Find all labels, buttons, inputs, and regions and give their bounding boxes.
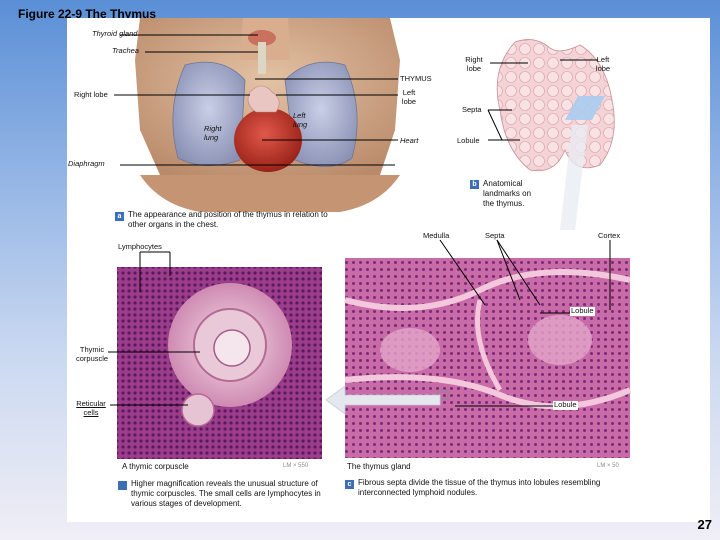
label-thymic-corpuscle-line2: corpuscle [76, 353, 109, 363]
caption-b-line3: the thymus. [483, 199, 525, 208]
thymic-corpuscle-micrograph [117, 267, 322, 459]
caption-panel-b: Anatomical landmarks on the thymus. [483, 179, 553, 209]
thymus-lobes-illustration [496, 39, 615, 230]
label-b-left-lobe-line2: lobe [595, 63, 611, 73]
label-reticular-cells-line1: Reticular [76, 399, 106, 408]
label-left-lung: Left lung [293, 111, 308, 129]
title-thymus-gland: The thymus gland [347, 462, 411, 471]
label-thymic-corpuscle-line1: Thymic [79, 345, 105, 354]
label-medulla: Medulla [423, 231, 450, 240]
label-right-lung-line2: lung [204, 132, 219, 142]
magnification-c: LM × 50 [597, 463, 619, 469]
label-trachea: Trachea [112, 46, 139, 55]
figure-title: Figure 22-9 The Thymus [18, 7, 157, 21]
magnification-d: LM × 550 [283, 463, 309, 469]
label-thymic-corpuscle: Thymic corpuscle [76, 345, 109, 363]
label-left-lobe-line2: lobe [401, 96, 417, 106]
label-thymus: THYMUS [400, 74, 432, 83]
label-left-lobe-line1: Left [402, 88, 416, 97]
label-b-left-lobe-line1: Left [596, 55, 610, 64]
label-left-lobe: Left lobe [398, 88, 420, 106]
right-lung [172, 61, 246, 166]
label-lobule-lower: Lobule [553, 400, 578, 410]
thyroid-gland [248, 30, 276, 46]
label-lobule-upper: Lobule [570, 306, 595, 316]
caption-b-line1: Anatomical [483, 179, 523, 188]
label-left-lung-line2: lung [293, 119, 308, 129]
page-number: 27 [697, 517, 712, 532]
badge-b: b [470, 180, 479, 189]
label-b-right-lobe-line2: lobe [466, 63, 482, 73]
label-right-lung: Right lung [204, 124, 222, 142]
badge-c: c [345, 480, 354, 489]
label-c-septa: Septa [485, 231, 505, 240]
label-right-lobe: Right lobe [74, 90, 108, 99]
label-b-left-lobe: Left lobe [590, 55, 616, 73]
label-lymphocytes: Lymphocytes [118, 242, 162, 251]
label-b-right-lobe: Right lobe [460, 55, 488, 73]
title-thymic-corpuscle: A thymic corpuscle [122, 462, 189, 471]
label-reticular-cells: Reticular cells [72, 399, 110, 417]
caption-panel-c: Fibrous septa divide the tissue of the t… [358, 478, 601, 497]
label-b-septa: Septa [462, 105, 482, 114]
chest-illustration [135, 18, 400, 212]
label-b-lobule: Lobule [457, 136, 480, 145]
label-left-lung-line1: Left [293, 111, 306, 120]
label-reticular-cells-line2: cells [83, 407, 99, 417]
badge-a: a [115, 212, 124, 221]
label-thyroid-gland: Thyroid gland [92, 29, 138, 38]
caption-b-line2: landmarks on [483, 189, 532, 198]
trachea [258, 42, 266, 74]
thymus-gland-micrograph [344, 258, 632, 458]
badge-d [118, 481, 127, 490]
caption-panel-d: Higher magnification reveals the unusual… [131, 479, 321, 508]
caption-panel-a: The appearance and position of the thymu… [128, 210, 328, 229]
magnification-arrow [325, 385, 441, 415]
label-diaphragm: Diaphragm [68, 159, 105, 168]
label-b-right-lobe-line1: Right [465, 55, 483, 64]
label-right-lung-line1: Right [204, 124, 222, 133]
label-heart: Heart [400, 136, 419, 145]
label-cortex: Cortex [598, 231, 621, 240]
thymus-organ [247, 85, 280, 113]
